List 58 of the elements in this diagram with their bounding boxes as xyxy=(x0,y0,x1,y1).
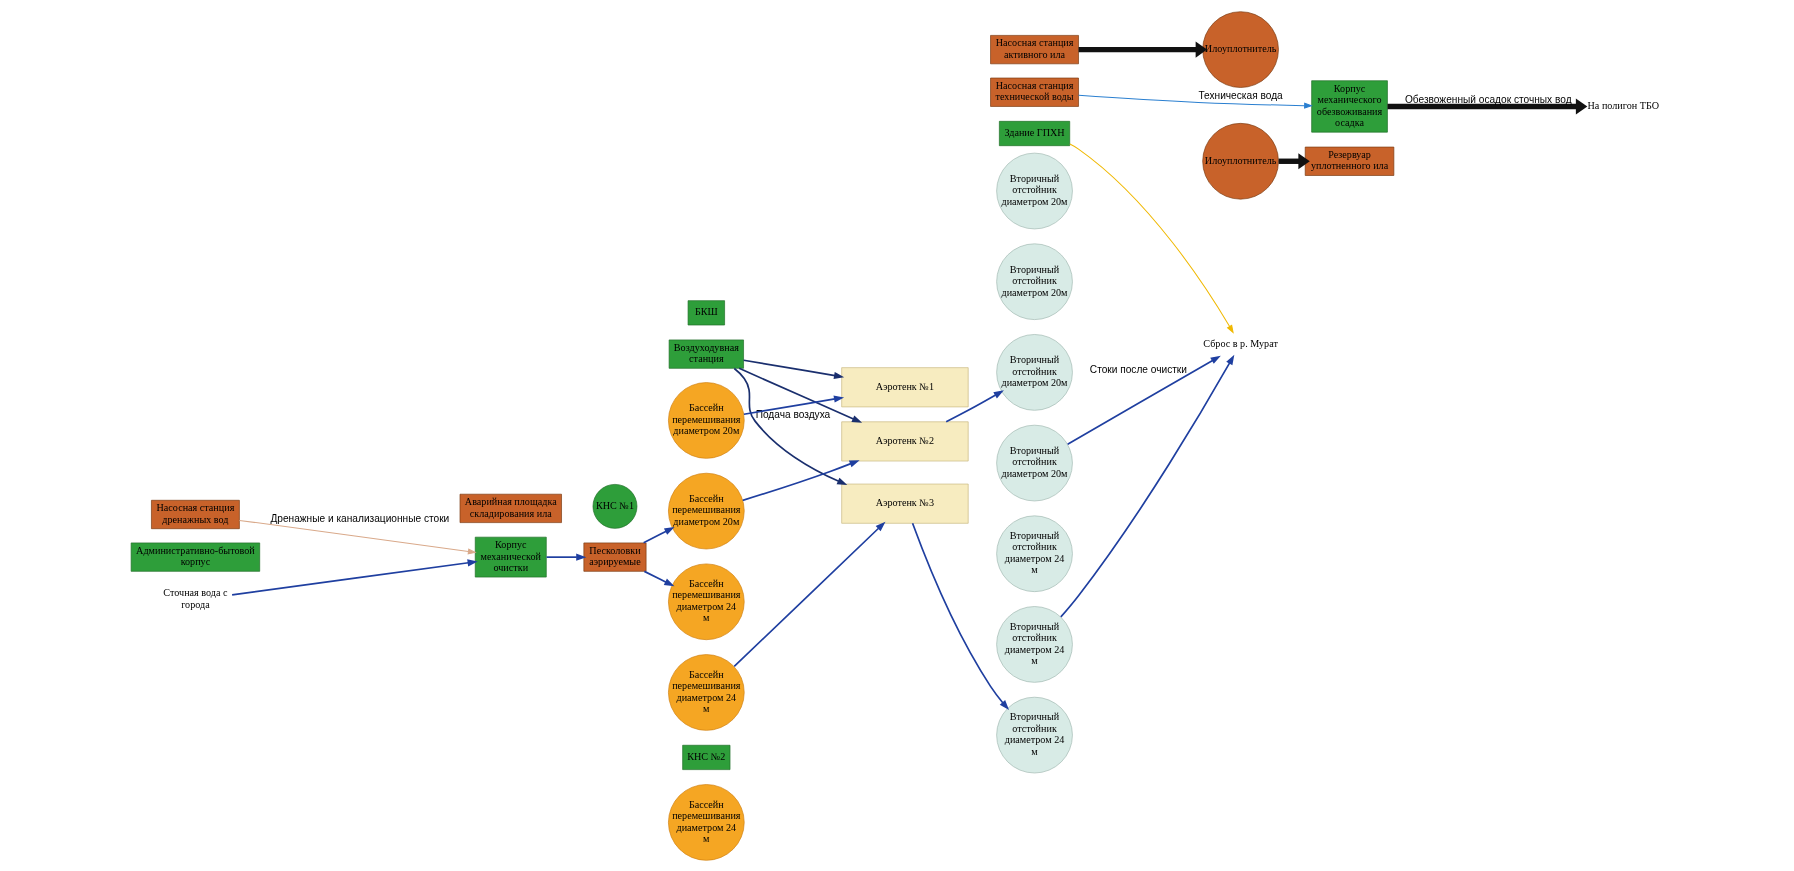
node-circle: Бассейн перемешивания диаметром 24 м xyxy=(667,653,745,731)
node-circle: КНС №1 xyxy=(592,483,637,529)
node-box: Аэротенк №2 xyxy=(840,420,969,461)
node-circle: Вторичный отстойник диаметром 20м xyxy=(995,152,1073,229)
edge-label: Подача воздуха xyxy=(755,408,830,420)
arrow xyxy=(642,526,675,544)
arrow xyxy=(1077,94,1313,109)
arrow xyxy=(911,521,1009,710)
arrow xyxy=(238,519,477,554)
edge-label: Стоки после очистки xyxy=(1089,363,1187,375)
node-text: На полигон ТБО xyxy=(1587,99,1659,111)
arrow xyxy=(1078,41,1207,58)
node-circle: Бассейн перемешивания диаметром 20м xyxy=(667,381,745,459)
node-box: Административно-бытовой корпус xyxy=(130,542,260,572)
node-box: Аэротенк №1 xyxy=(840,366,969,407)
node-circle: Вторичный отстойник диаметром 20м xyxy=(995,424,1073,501)
arrow xyxy=(643,570,674,586)
node-box: Корпус механической очистки xyxy=(474,536,547,577)
node-circle: Бассейн перемешивания диаметром 24 м xyxy=(667,783,745,861)
arrow xyxy=(1066,355,1221,445)
arrow xyxy=(545,553,586,561)
arrow xyxy=(742,358,844,379)
edge-label: Обезвоженный осадок сточных вод xyxy=(1404,93,1572,105)
arrow xyxy=(732,521,885,667)
node-box: Песколовки аэрируемые xyxy=(583,542,646,572)
arrow xyxy=(732,367,847,485)
arrow xyxy=(1278,152,1310,169)
node-box: Аэротенк №3 xyxy=(840,483,969,524)
node-box: Резервуар уплотненного ила xyxy=(1304,146,1394,176)
edge-label: Техническая вода xyxy=(1197,89,1283,101)
arrow xyxy=(230,558,478,596)
node-box: БКШ xyxy=(687,299,725,325)
arrow xyxy=(742,395,844,415)
node-box: Корпус механического обезвоживания осадка xyxy=(1310,79,1388,132)
node-circle: Бассейн перемешивания диаметром 24 м xyxy=(667,563,745,640)
arrow xyxy=(1059,354,1234,618)
node-circle: Илоуплотнитель xyxy=(1201,10,1279,88)
node-box: Насосная станция дренажных вод xyxy=(150,499,240,529)
node-box: Воздуходувная станция xyxy=(668,339,744,369)
node-text: Сточная вода с города xyxy=(162,586,227,610)
arrow xyxy=(1068,143,1234,334)
node-circle: Вторичный отстойник диаметром 24 м xyxy=(995,515,1073,592)
arrow xyxy=(737,367,862,423)
node-circle: Вторичный отстойник диаметром 24 м xyxy=(995,605,1073,683)
node-circle: Вторичный отстойник диаметром 20м xyxy=(995,333,1073,411)
node-circle: Бассейн перемешивания диаметром 20м xyxy=(667,472,745,549)
edge-label: Дренажные и канализационные стоки xyxy=(269,512,449,524)
node-box: Насосная станция технической воды xyxy=(989,77,1079,107)
node-circle: Илоуплотнитель xyxy=(1201,122,1279,199)
arrow xyxy=(741,459,860,501)
node-box: Аварийная площадка складирования ила xyxy=(459,493,562,523)
node-text: Сброс в р. Мурат xyxy=(1202,337,1278,349)
arrow xyxy=(944,389,1004,423)
node-box: Здание ГПХН xyxy=(998,120,1070,146)
node-box: Насосная станция активного ила xyxy=(989,34,1079,64)
node-box: КНС №2 xyxy=(681,744,730,770)
node-circle: Вторичный отстойник диаметром 20м xyxy=(995,243,1073,320)
arrow xyxy=(1387,97,1587,114)
